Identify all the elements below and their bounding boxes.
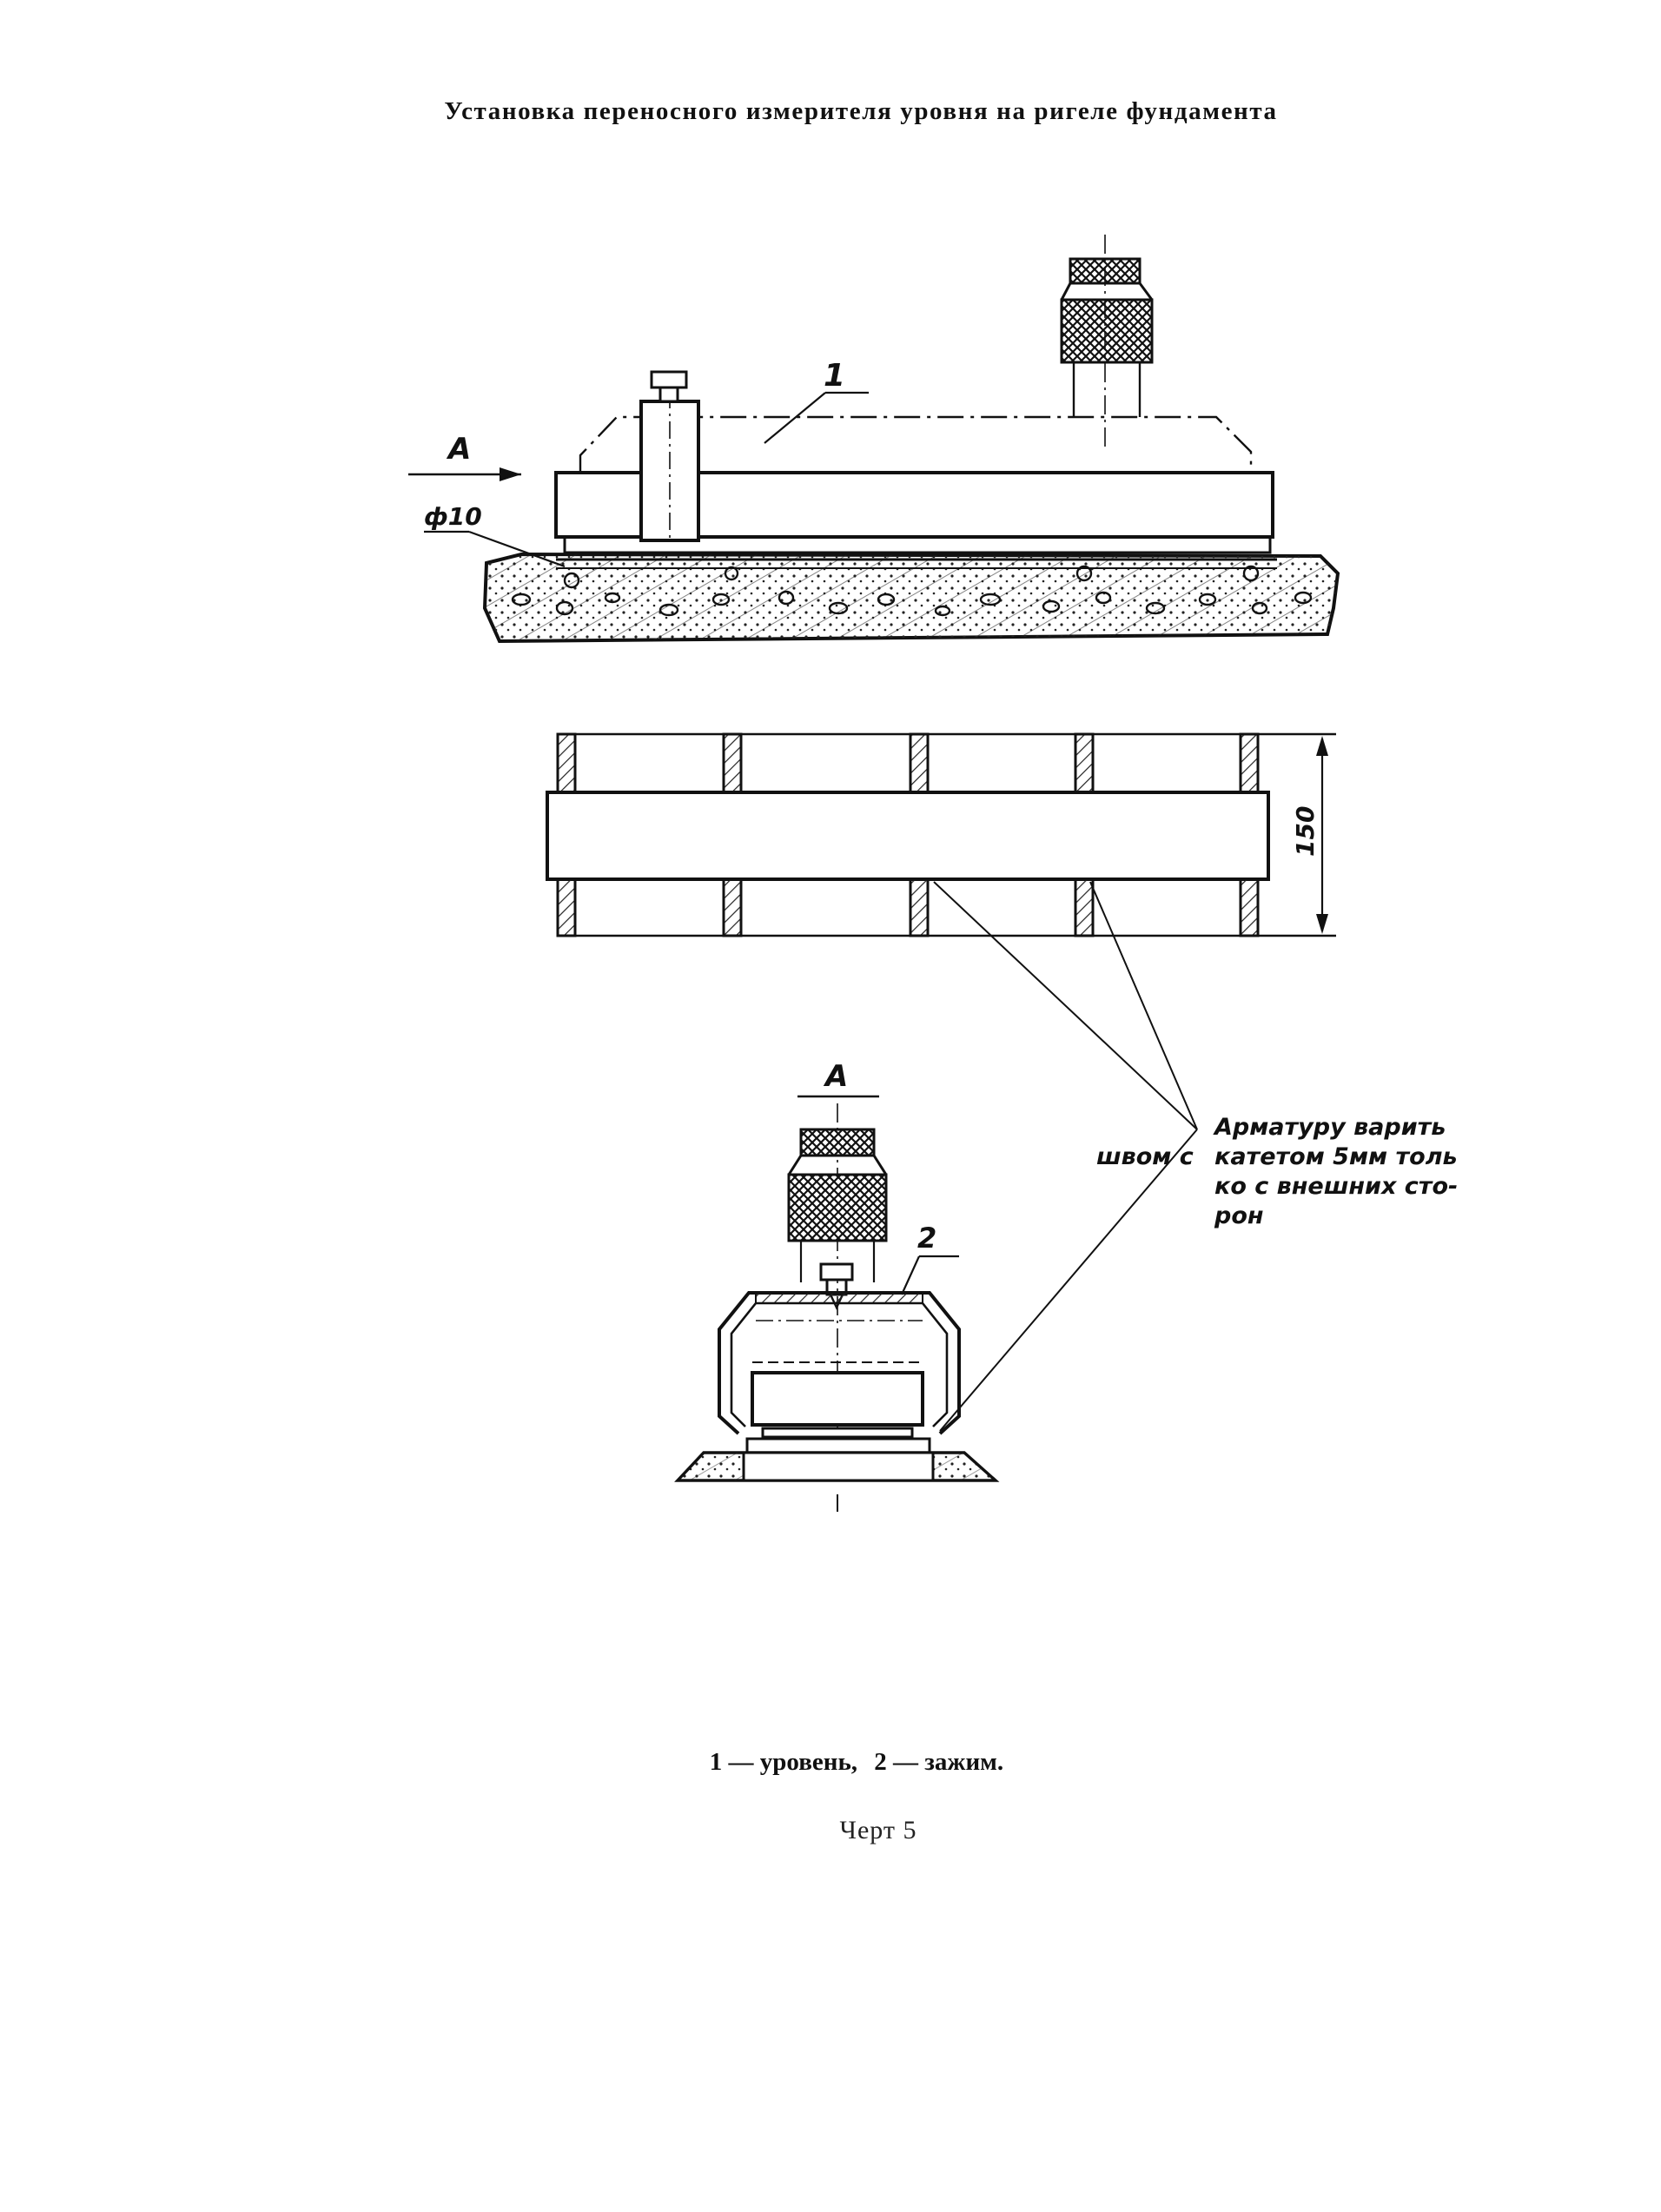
rebar-sections	[563, 565, 1260, 589]
figure-title: Установка переносного измерителя уровня …	[444, 97, 1278, 125]
weld-note-line2: катетом 5мм толь	[1214, 1143, 1458, 1170]
section-view-a	[674, 1095, 1000, 1512]
micrometer-knob	[1060, 235, 1154, 452]
concrete-foundation	[482, 552, 1340, 644]
dimension-150: 150	[1291, 806, 1320, 857]
plan-view	[546, 732, 1336, 1432]
weld-note: Арматуру варить швом с катетом 5мм толь …	[1096, 1114, 1458, 1229]
legend-item-1: 1 — уровень,	[709, 1748, 858, 1776]
part-2-label: 2	[917, 1222, 936, 1255]
weld-note-line3: ко с внешних сто-	[1214, 1173, 1458, 1200]
legend-caption: 1 — уровень, 2 — зажим.	[0, 1748, 1661, 1777]
figure-number: Черт 5	[839, 1816, 917, 1844]
weld-note-line1: Арматуру варить	[1213, 1114, 1446, 1141]
legend-item-2: 2 — зажим.	[874, 1748, 1004, 1776]
level-plank-plan	[546, 791, 1270, 881]
section-label-a: А	[823, 1059, 848, 1094]
view-arrow-label: А	[446, 432, 471, 467]
weld-note-line2-prefix: швом с	[1096, 1143, 1194, 1170]
side-view	[408, 235, 1340, 644]
part-1-label: 1	[824, 358, 845, 394]
weld-note-line4: рон	[1214, 1202, 1264, 1229]
rebar-pieces	[556, 732, 1260, 937]
diameter-label: ф10	[424, 502, 482, 531]
